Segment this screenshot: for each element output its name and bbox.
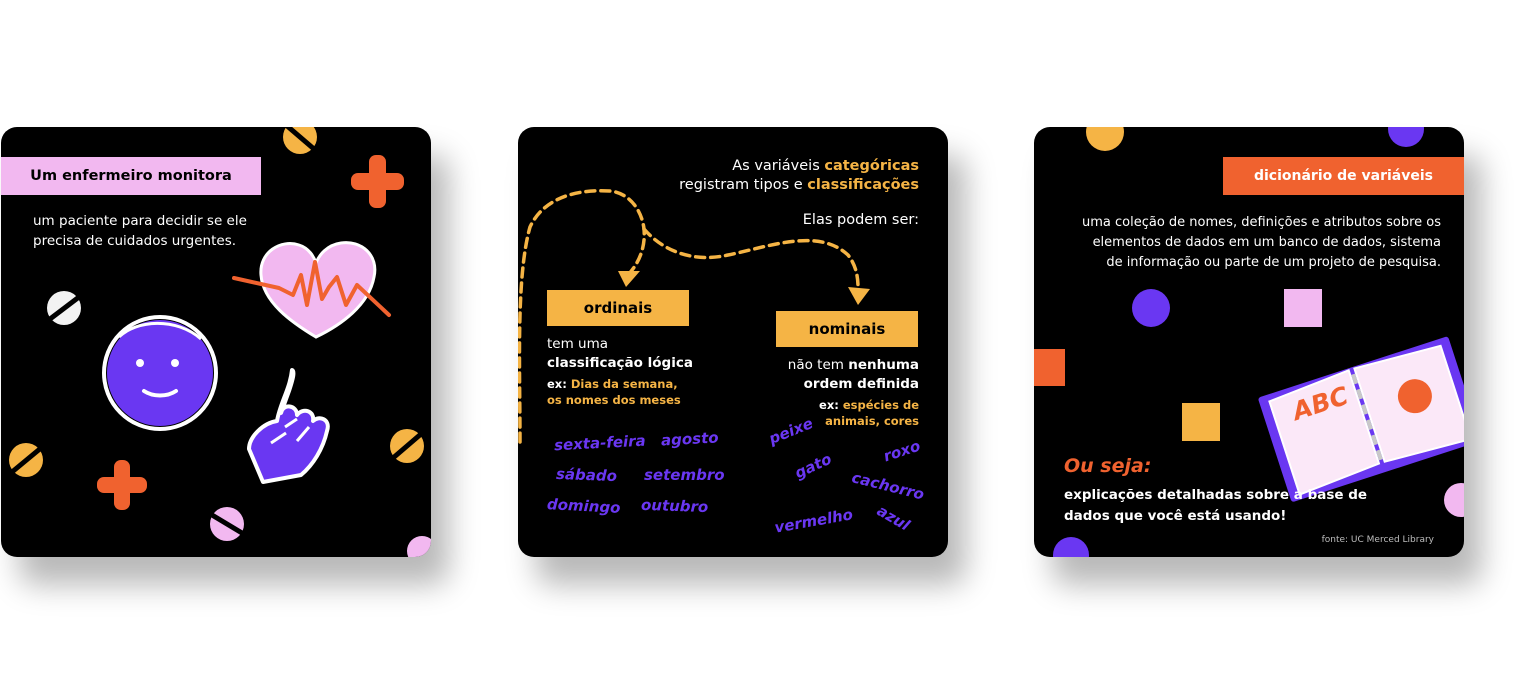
pill-icon bbox=[47, 291, 81, 325]
ordinais-desc-line: classificação lógica bbox=[547, 355, 693, 371]
pill-icon bbox=[9, 443, 43, 477]
pink-dot bbox=[1444, 483, 1464, 517]
pill-icon bbox=[210, 507, 244, 541]
card3-summary: explicações detalhadas sobre a base de d… bbox=[1064, 485, 1367, 527]
purple-dot bbox=[1053, 537, 1089, 557]
card1-body-line: um paciente para decidir se ele bbox=[33, 213, 247, 229]
nominais-desc-text: não tem bbox=[787, 357, 849, 373]
nominais-label-box: nominais bbox=[776, 311, 918, 347]
source-credit: fonte: UC Merced Library bbox=[1321, 535, 1434, 545]
card2-intro: As variáveis categóricas registram tipos… bbox=[679, 157, 919, 195]
nominais-desc-line: ordem definida bbox=[803, 376, 919, 392]
heart-pulse-icon bbox=[232, 241, 391, 339]
purple-dot bbox=[1388, 127, 1424, 147]
open-book-icon bbox=[1258, 336, 1464, 502]
ex-text: os nomes dos meses bbox=[547, 393, 681, 407]
ex-text: animais, cores bbox=[825, 414, 919, 428]
intro-text: As variáveis bbox=[732, 158, 825, 174]
nominais-desc: não tem nenhuma ordem definida bbox=[788, 356, 919, 394]
ordinais-label: ordinais bbox=[583, 299, 653, 317]
card2-subtitle: Elas podem ser: bbox=[802, 212, 919, 228]
card1-title: Um enfermeiro monitora bbox=[30, 168, 232, 184]
example-word: sábado bbox=[555, 464, 618, 486]
card-categorical-variables: As variáveis categóricas registram tipos… bbox=[518, 127, 948, 557]
example-word: setembro bbox=[644, 466, 725, 484]
ordinais-desc: tem uma classificação lógica bbox=[547, 335, 693, 373]
card-data-dictionary: ABC dicionário de variáveis uma coleção … bbox=[1034, 127, 1464, 557]
arrow-head-icon bbox=[618, 271, 640, 287]
ou-seja-heading: Ou seja: bbox=[1064, 455, 1152, 477]
orange-square bbox=[1034, 349, 1065, 386]
ex-prefix: ex: bbox=[819, 398, 843, 412]
dashed-arrow-icon bbox=[518, 188, 860, 444]
purple-dot bbox=[1132, 289, 1170, 327]
intro-highlight: classificações bbox=[807, 177, 919, 193]
card3-body: uma coleção de nomes, definições e atrib… bbox=[1082, 213, 1441, 273]
plus-icon bbox=[351, 155, 404, 208]
intro-text: registram tipos e bbox=[679, 177, 808, 193]
card1-body: um paciente para decidir se ele precisa … bbox=[33, 211, 247, 251]
pink-dot bbox=[407, 536, 431, 557]
card-nurse-example: Um enfermeiro monitora um paciente para … bbox=[1, 127, 431, 557]
example-word: agosto bbox=[660, 428, 720, 450]
yellow-dot bbox=[1086, 127, 1124, 151]
arrow-head-icon bbox=[848, 287, 870, 305]
nominais-label: nominais bbox=[808, 320, 886, 338]
plus-icon bbox=[97, 460, 147, 510]
card3-summary-line: explicações detalhadas sobre a base de bbox=[1064, 487, 1368, 503]
yellow-square bbox=[1182, 403, 1220, 441]
card1-decorations bbox=[9, 127, 431, 557]
card3-title: dicionário de variáveis bbox=[1253, 168, 1433, 184]
ex-text: Dias da semana, bbox=[570, 377, 678, 391]
pill-icon bbox=[283, 127, 317, 154]
pointing-hand-icon bbox=[247, 368, 330, 484]
title-banner: dicionário de variáveis bbox=[1223, 157, 1464, 195]
nominais-example: ex: espécies de animais, cores bbox=[819, 397, 919, 429]
ordinais-desc-line: tem uma bbox=[547, 336, 609, 352]
ex-text: espécies de bbox=[842, 398, 919, 412]
title-banner: Um enfermeiro monitora bbox=[1, 157, 261, 195]
ordinais-example: ex: Dias da semana, os nomes dos meses bbox=[547, 376, 681, 408]
pill-icon bbox=[390, 429, 424, 463]
ex-prefix: ex: bbox=[547, 377, 571, 391]
card3-summary-line: dados que você está usando! bbox=[1064, 508, 1287, 524]
nominais-desc-bold: nenhuma bbox=[848, 357, 919, 373]
smiley-face-icon bbox=[102, 315, 218, 431]
example-word: outubro bbox=[640, 495, 709, 517]
example-word: domingo bbox=[546, 495, 621, 517]
card3-body-line: de informação ou parte de um projeto de … bbox=[1106, 255, 1441, 270]
ordinais-label-box: ordinais bbox=[547, 290, 689, 326]
card3-body-line: elementos de dados em um banco de dados,… bbox=[1092, 235, 1441, 250]
card3-body-line: uma coleção de nomes, definições e atrib… bbox=[1082, 215, 1441, 230]
card1-body-line: precisa de cuidados urgentes. bbox=[33, 233, 237, 249]
card3-decorations bbox=[1034, 127, 1464, 557]
pink-square bbox=[1284, 289, 1322, 327]
intro-highlight: categóricas bbox=[824, 158, 919, 174]
card2-arrows bbox=[518, 188, 870, 444]
